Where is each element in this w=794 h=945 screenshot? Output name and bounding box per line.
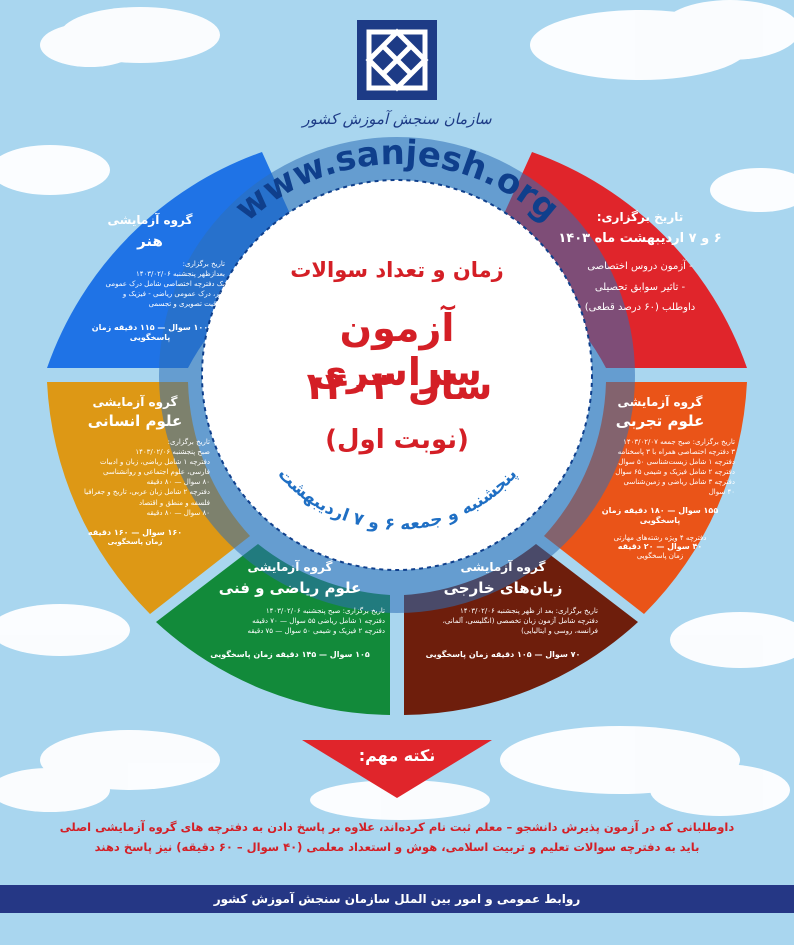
schedule-item-3: داوطلب (۶۰ درصد قطعی) [584,302,696,314]
group-humanities: گروه آزمایشی علوم انسانی تاریخ برگزاری: … [60,395,210,547]
math-detail: دفترچه ۲ فیزیک و شیمی ۵۰ سوال — ۷۵ دقیقه [247,627,385,636]
languages-detail: تاریخ برگزاری: بعد از ظهر پنجشنبه ۱۴۰۳/۰… [459,606,598,615]
note-line-1: داوطلبانی که در آزمون پذیرش دانشجو – معل… [59,820,735,834]
math-detail: دفترچه ۱ شامل ریاضی ۵۵ سوال — ۷۰ دقیقه [252,616,385,625]
group-art-footer: ۱۰۰ سوال — ۱۱۵ دقیقه زمان پاسخگویی [91,323,209,343]
group-humanities-label: گروه آزمایشی [92,395,178,409]
humanities-detail: فلسفه و منطق و اقتصاد [138,498,210,507]
group-math-footer: ۱۰۵ سوال — ۱۴۵ دقیقه زمان پاسخگویی [210,650,370,660]
group-science-extra-3: زمان پاسخگویی [636,552,684,561]
center-title-year: سال ۱۴۰۳ [301,364,493,408]
science-detail: تاریخ برگزاری: صبح جمعه ۱۴۰۳/۰۲/۰۷ [623,437,735,446]
note-text: داوطلبانی که در آزمون پذیرش دانشجو – معل… [40,818,754,857]
segment-humanities [47,382,250,614]
group-humanities-footer-unit: زمان پاسخگویی [107,537,163,546]
science-detail: دفترچه ۳ شامل ریاضی و زمین‌شناسی [623,478,735,487]
schedule-title: تاریخ برگزاری: [596,210,684,224]
humanities-detail: ۸۰ سوال — ۸۰ دقیقه [146,478,210,487]
schedule-text: تاریخ برگزاری: ۶ و ۷ اردیبهشت ماه ۱۴۰۳ -… [545,210,735,315]
science-detail: ۳ دفترچه اختصاصی همراه با ۳ پاسخنامه [617,447,735,456]
group-science-extra-2: ۴۰ سوال — ۲۰ دقیقه [617,542,703,552]
note-banner [302,740,492,798]
group-math: گروه آزمایشی علوم ریاضی و فنی تاریخ برگز… [195,560,385,660]
humanities-detail: دفترچه ۲ شامل زبان عربی، تاریخ و جغرافیا [83,488,210,497]
sanjesh-logo [357,20,437,100]
schedule-dates: ۶ و ۷ اردیبهشت ماه ۱۴۰۳ [558,231,722,246]
art-detail: بعدازظهر پنجشنبه ۱۴۰۳/۰۲/۰۶ [135,269,225,278]
center-subtitle: زمان و تعداد سوالات [290,258,504,282]
center-title-main: آزمون سراسری [312,306,482,394]
group-humanities-footer: ۱۶۰ سوال — ۱۶۰ دقیقه [87,527,183,537]
science-detail: ۴۰ سوال [708,488,735,497]
languages-detail: فرانسه، روسی و ایتالیایی) [521,627,598,636]
segment-science [544,382,747,614]
humanities-detail: ۸۰ سوال — ۸۰ دقیقه [146,508,210,517]
group-math-name: علوم ریاضی و فنی [218,579,362,597]
group-languages: گروه آزمایشی زبان‌های خارجی تاریخ برگزار… [408,560,598,660]
org-name: سازمان سنجش آموزش کشور [302,110,492,128]
group-art-name: هنر [137,232,163,250]
schedule-item-1: - آزمون دروس اختصاصی [587,261,693,273]
group-science-footer: ۱۵۵ سوال — ۱۸۰ دقیقه زمان پاسخگویی [601,505,719,525]
languages-detail: دفترچه شامل آزمون زبان تخصصی (انگلیسی، آ… [442,616,598,625]
humanities-detail: دفترچه ۱ شامل ریاضی، زبان و ادبیات [99,458,210,467]
group-languages-label: گروه آزمایشی [460,560,546,574]
group-languages-name: زبان‌های خارجی [443,579,563,597]
group-science-name: علوم تجربی [615,412,705,430]
art-detail: تاریخ برگزاری: [182,259,225,268]
group-art-label: گروه آزمایشی [107,213,193,227]
group-science: گروه آزمایشی علوم تجربی تاریخ برگزاری: ص… [585,395,735,561]
humanities-detail: فارسی، علوم اجتماعی و روانشناسی [103,468,210,477]
art-detail: یک دفترچه اختصاصی شامل درک عمومی [105,280,225,289]
note-line-2: باید به دفترچه سوالات تعلیم و تربیت اسلا… [94,839,700,854]
group-languages-footer: ۷۰ سوال — ۱۰۵ دقیقه زمان پاسخگویی [425,650,581,660]
art-detail: هنر، درک عمومی ریاضی - فیزیک و [122,290,225,299]
group-science-extra-1: دفترچه ۴ ویژه رشته‌های مهارتی [613,533,707,542]
group-math-label: گروه آزمایشی [247,560,333,574]
schedule-item-2: - تاثیر سوابق تحصیلی [594,281,686,293]
science-detail: دفترچه ۱ شامل زیست‌شناسی ۵۰ سوال [618,458,735,467]
group-humanities-name: علوم انسانی [87,412,183,430]
footer-bar: روابط عمومی و امور بین الملل سازمان سنجش… [0,885,794,913]
art-detail: خلاقیت تصویری و تجسمی [148,300,225,309]
humanities-detail: صبح پنجشنبه ۱۴۰۳/۰۲/۰۶ [135,447,210,456]
center-title-round: (نوبت اول) [325,425,469,455]
note-title: نکته مهم: [358,746,436,765]
humanities-detail: تاریخ برگزاری: [167,437,210,446]
group-science-label: گروه آزمایشی [617,395,703,409]
science-detail: دفترچه ۲ شامل فیزیک و شیمی ۶۵ سوال [615,468,735,477]
math-detail: تاریخ برگزاری: صبح پنجشنبه ۱۴۰۳/۰۲/۰۶ [265,606,385,615]
group-art: گروه آزمایشی هنر تاریخ برگزاری: بعدازظهر… [75,213,225,343]
